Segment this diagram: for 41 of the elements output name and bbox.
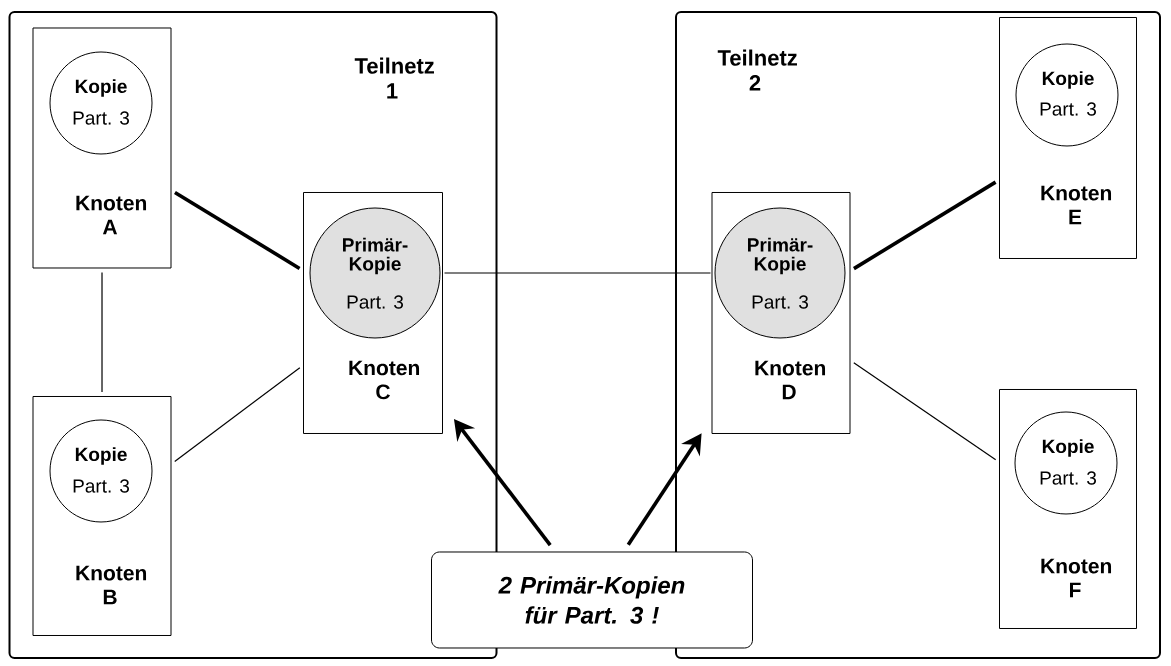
copy-circle bbox=[49, 51, 153, 155]
node-box bbox=[32, 27, 172, 269]
copy-title: Kopie bbox=[1042, 71, 1094, 89]
callout-box bbox=[431, 551, 753, 649]
subnet-frame bbox=[8, 11, 498, 659]
node-box bbox=[999, 17, 1137, 259]
node-label: Knoten D bbox=[755, 360, 825, 400]
partition-label: Part. 3 bbox=[1040, 471, 1096, 485]
node-box bbox=[999, 389, 1137, 629]
partition-label: Part. 3 bbox=[347, 295, 403, 309]
subnet-label: Teilnetz 2 bbox=[717, 49, 797, 91]
copy-title: Primär-Kopie bbox=[343, 237, 408, 275]
copy-circle bbox=[49, 419, 153, 523]
node-box bbox=[711, 192, 851, 434]
copy-circle bbox=[1015, 43, 1119, 147]
node-label: Knoten C bbox=[349, 360, 420, 400]
partition-label: Part. 3 bbox=[73, 111, 130, 125]
node-label: Knoten F bbox=[1041, 558, 1111, 598]
node-label: Knoten B bbox=[76, 565, 147, 605]
connection-line bbox=[852, 180, 997, 271]
callout-text: 2 Primär-Kopien für Part. 3 ! bbox=[498, 576, 685, 624]
connection-line bbox=[101, 271, 103, 393]
primary-copy-circle bbox=[714, 207, 846, 339]
node-box bbox=[32, 396, 172, 636]
subnet-label: Teilnetz 1 bbox=[354, 57, 434, 99]
connection-line bbox=[853, 362, 997, 461]
connection-line bbox=[174, 190, 301, 270]
primary-copy-circle bbox=[309, 207, 441, 339]
node-label: Knoten E bbox=[1041, 185, 1111, 225]
copy-title: Kopie bbox=[75, 79, 127, 97]
copy-title: Kopie bbox=[75, 447, 127, 465]
copy-title: Kopie bbox=[1042, 439, 1094, 457]
node-box bbox=[303, 192, 443, 434]
copy-circle bbox=[1014, 411, 1118, 515]
connection-line bbox=[174, 367, 301, 463]
partition-label: Part. 3 bbox=[752, 295, 808, 309]
partition-label: Part. 3 bbox=[73, 479, 130, 493]
partition-label: Part. 3 bbox=[1040, 102, 1096, 116]
node-label: Knoten A bbox=[76, 195, 147, 235]
copy-title: Primär-Kopie bbox=[748, 237, 813, 275]
connection-line bbox=[443, 272, 712, 274]
